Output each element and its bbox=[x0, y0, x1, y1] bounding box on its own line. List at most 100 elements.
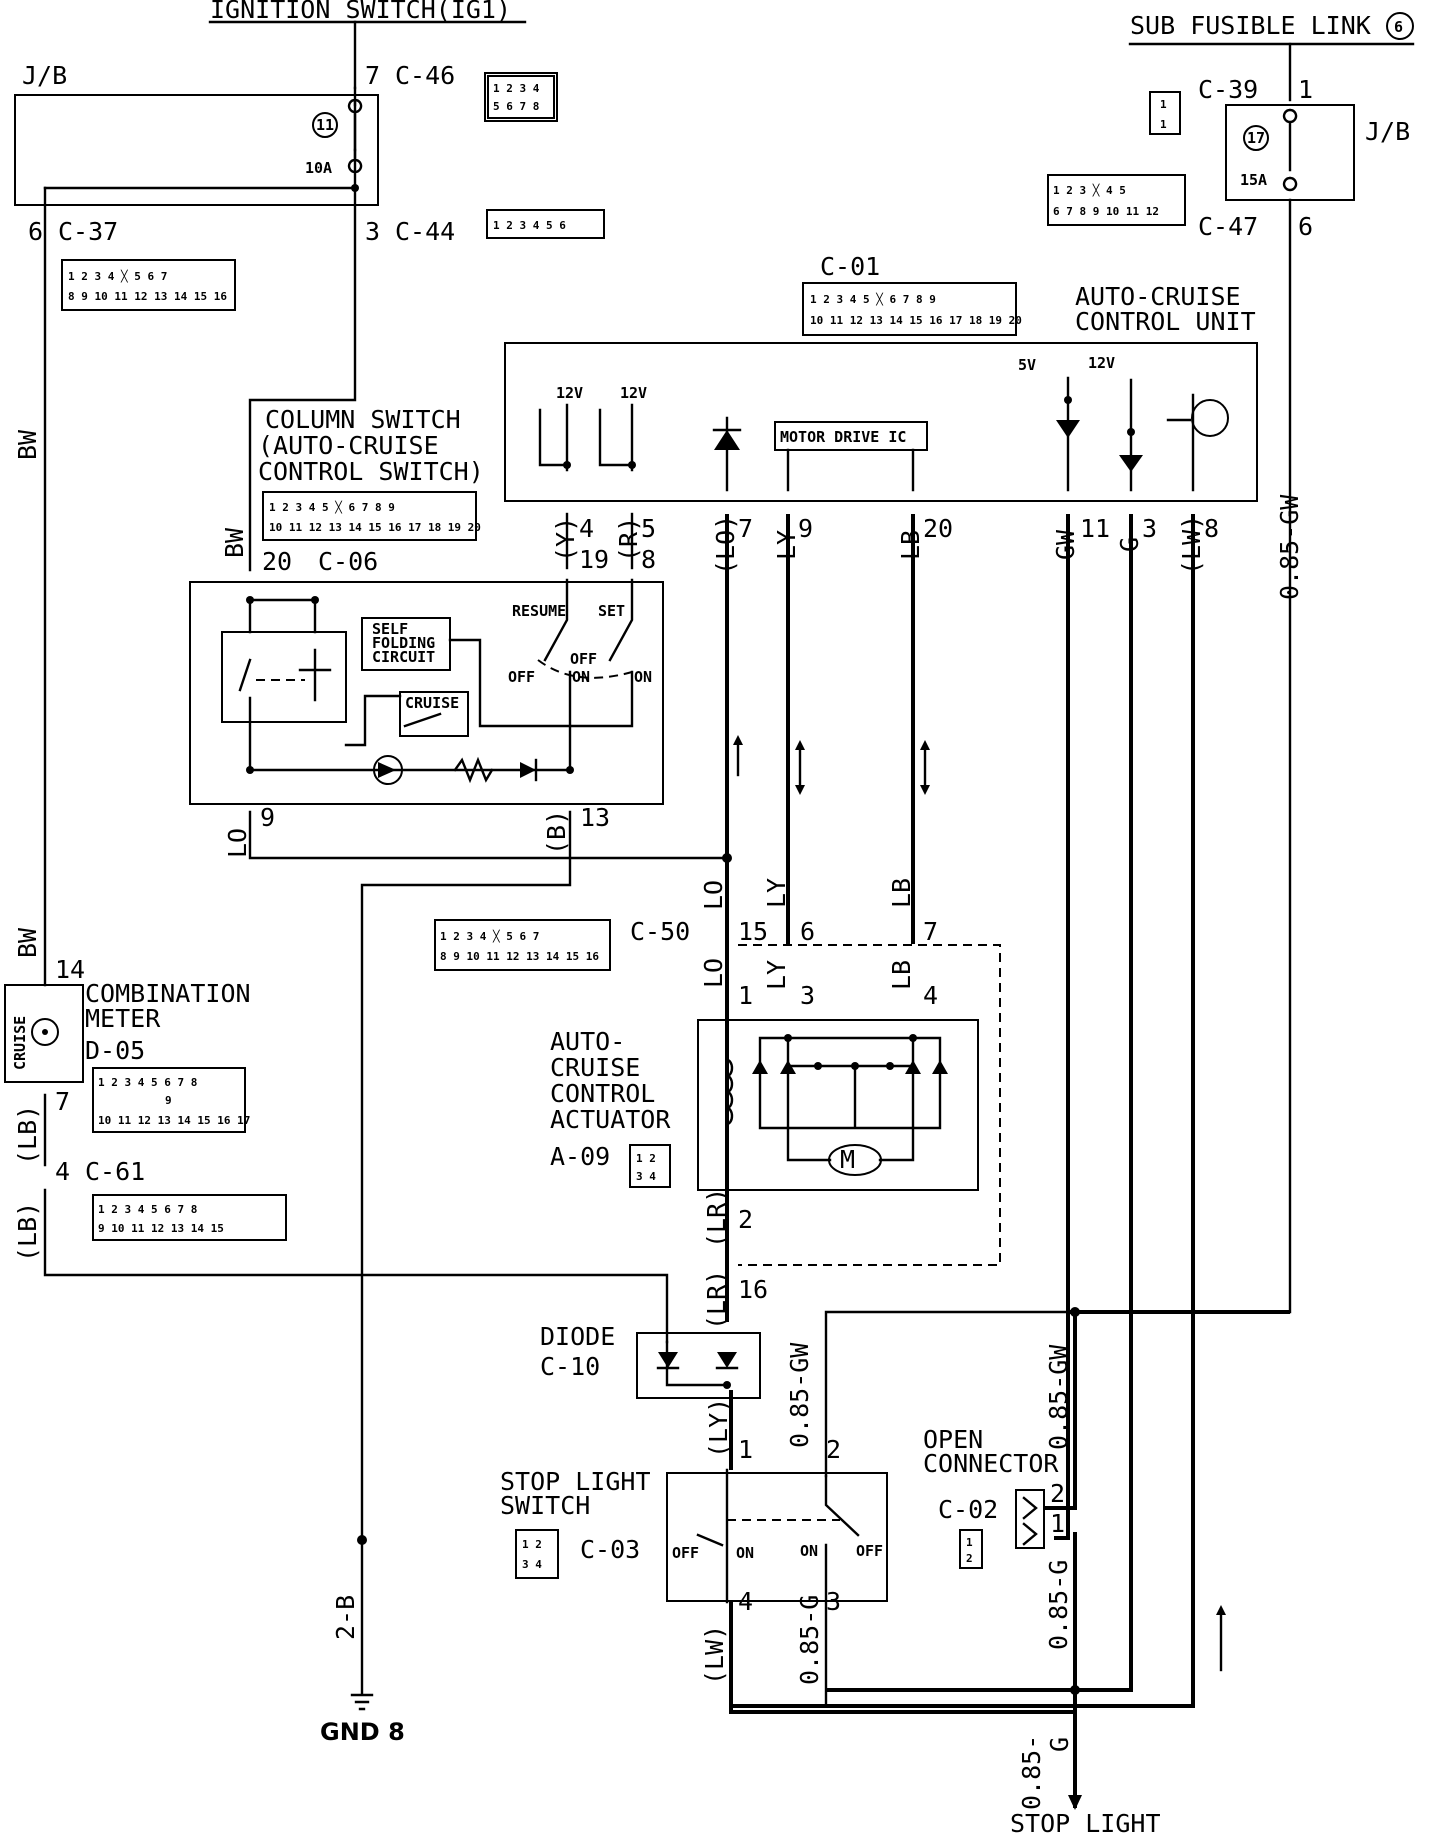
connector-c37-icon: 1 2 3 4 ╳ 5 6 7 8 9 10 11 12 13 14 15 16 bbox=[61, 259, 236, 311]
ccu-12v-2: 12V bbox=[620, 384, 647, 402]
wire-color-lb-4: (LB) bbox=[13, 1105, 42, 1165]
stop-switch-on-2: ON bbox=[800, 1542, 818, 1560]
svg-text:1 2 3 4 ╳ 5 6 7: 1 2 3 4 ╳ 5 6 7 bbox=[440, 929, 539, 943]
wire-color-bw-1: BW bbox=[13, 429, 42, 460]
open-connector-label-1: OPEN bbox=[923, 1425, 983, 1454]
set-label: SET bbox=[598, 602, 625, 620]
wire-color-085g-1: 0.85-G bbox=[795, 1595, 824, 1685]
svg-text:1: 1 bbox=[1160, 118, 1167, 131]
d05-label: D-05 bbox=[85, 1036, 145, 1065]
c44-label: C-44 bbox=[395, 217, 455, 246]
column-pin-13: 13 bbox=[580, 803, 610, 832]
svg-text:10 11 12 13 14 15 16 17 18 19: 10 11 12 13 14 15 16 17 18 19 20 bbox=[269, 521, 481, 534]
svg-text:1 2 3 4 5 6: 1 2 3 4 5 6 bbox=[493, 219, 566, 232]
set-off-label: OFF bbox=[570, 650, 597, 668]
auto-cruise-actuator: C-50 1 2 3 4 ╳ 5 6 7 8 9 10 11 12 13 14 … bbox=[434, 878, 1001, 1330]
c39-pin: 1 bbox=[1298, 75, 1313, 104]
svg-text:1 2 3 4 5 ╳ 6 7 8 9: 1 2 3 4 5 ╳ 6 7 8 9 bbox=[269, 500, 395, 514]
wire-color-ly-4: (LY) bbox=[704, 1398, 733, 1458]
wire-color-085g-3: 0.85- bbox=[1017, 1735, 1046, 1810]
c39-label: C-39 bbox=[1198, 75, 1258, 104]
wire-color-lb-2: LB bbox=[887, 878, 916, 908]
column-switch-label-3: CONTROL SWITCH) bbox=[258, 457, 484, 486]
open-connector-pin-1: 1 bbox=[1050, 1509, 1065, 1538]
c47-label: C-47 bbox=[1198, 212, 1258, 241]
fuse-11-rating: 10A bbox=[305, 159, 332, 177]
motor-drive-ic-label: MOTOR DRIVE IC bbox=[780, 428, 906, 446]
resume-on-label: ON bbox=[572, 668, 590, 686]
wire-color-085gw-3: 0.85-GW bbox=[1044, 1344, 1073, 1450]
meter-cruise-label: CRUISE bbox=[11, 1016, 29, 1070]
wire-color-lw-2: (LW) bbox=[700, 1625, 729, 1685]
actuator-label-3: CONTROL bbox=[550, 1079, 655, 1108]
c50-label: C-50 bbox=[630, 917, 690, 946]
fuse-17-rating: 15A bbox=[1240, 171, 1267, 189]
ccu-5v: 5V bbox=[1018, 356, 1036, 374]
svg-text:1: 1 bbox=[966, 1536, 973, 1549]
stop-light-label: STOP LIGHT bbox=[1010, 1809, 1161, 1836]
open-connector-c02: OPEN CONNECTOR C-02 1 2 2 1 0.85-GW 0.85… bbox=[923, 1307, 1080, 1650]
c61-label: C-61 bbox=[85, 1157, 145, 1186]
stop-switch-pin-2: 2 bbox=[826, 1435, 841, 1464]
actuator-pin-4: 4 bbox=[923, 981, 938, 1010]
open-connector-label-2: CONNECTOR bbox=[923, 1449, 1059, 1478]
c03-label: C-03 bbox=[580, 1535, 640, 1564]
stop-switch-off-1: OFF bbox=[672, 1544, 699, 1562]
column-pin-20: 20 bbox=[262, 547, 292, 576]
svg-text:8 9 10 11 12 13 14 15 16: 8 9 10 11 12 13 14 15 16 bbox=[440, 950, 599, 963]
wire-color-lb-3: LB bbox=[887, 960, 916, 990]
c47-pin: 6 bbox=[1298, 212, 1313, 241]
connector-c46-icon: 1 2 3 4 5 6 7 8 bbox=[484, 72, 558, 122]
meter-label-2: METER bbox=[85, 1004, 161, 1033]
svg-text:1 2 3 4: 1 2 3 4 bbox=[493, 82, 540, 95]
c46-pin: 7 bbox=[365, 61, 380, 90]
ccu-pin-5: 5 bbox=[641, 514, 656, 543]
wire-color-ly-3: LY bbox=[762, 960, 791, 990]
ccu-pin-labels: 4 5 7 9 20 11 3 8 19 8 (Y) (R) (LO) LY L… bbox=[13, 429, 1304, 600]
svg-text:6 7 8 9 10 11 12: 6 7 8 9 10 11 12 bbox=[1053, 205, 1159, 218]
ccu-pin-9: 9 bbox=[798, 514, 813, 543]
svg-text:1 2 3 4 ╳ 5 6 7: 1 2 3 4 ╳ 5 6 7 bbox=[68, 269, 167, 283]
svg-text:10 11 12 13 14 15 16 17 18 19: 10 11 12 13 14 15 16 17 18 19 20 bbox=[810, 314, 1022, 327]
stop-switch-label-2: SWITCH bbox=[500, 1491, 590, 1520]
wire-color-lb-5: (LB) bbox=[13, 1202, 42, 1262]
self-folding-label-3: CIRCUIT bbox=[372, 648, 435, 666]
column-switch: COLUMN SWITCH (AUTO-CRUISE CONTROL SWITC… bbox=[189, 405, 664, 858]
c50-pin-7: 7 bbox=[923, 917, 938, 946]
c50-pin-15: 15 bbox=[738, 917, 768, 946]
svg-text:5 6 7 8: 5 6 7 8 bbox=[493, 100, 539, 113]
stop-switch-on-1: ON bbox=[736, 1544, 754, 1562]
fuse-17-number: 17 bbox=[1247, 129, 1265, 147]
jb-right-label: J/B bbox=[1365, 117, 1410, 146]
c02-label: C-02 bbox=[938, 1495, 998, 1524]
ignition-switch-label: IGNITION SWITCH(IG1) bbox=[210, 0, 511, 24]
cruise-button-label: CRUISE bbox=[405, 694, 459, 712]
c44-pin: 3 bbox=[365, 217, 380, 246]
self-folding-label-2: FOLDING bbox=[372, 634, 435, 652]
stop-switch-label-1: STOP LIGHT bbox=[500, 1467, 651, 1496]
svg-text:10 11 12 13 14 15 16 17: 10 11 12 13 14 15 16 17 bbox=[98, 1114, 250, 1127]
wire-color-ly-2: LY bbox=[762, 878, 791, 908]
actuator-pin-3: 3 bbox=[800, 981, 815, 1010]
diode-c10: DIODE C-10 (LY) 1 bbox=[540, 1322, 761, 1464]
svg-text:1 2 3 4 5 ╳ 6 7 8 9: 1 2 3 4 5 ╳ 6 7 8 9 bbox=[810, 292, 936, 306]
gnd-label: GND 8 bbox=[320, 1718, 405, 1746]
wire-color-lo-2: LO bbox=[223, 828, 252, 858]
column-pin-9: 9 bbox=[260, 803, 275, 832]
junction-block-right: J/B 17 15A SUB FUSIBLE LINK 6 C-39 1 C-4… bbox=[1047, 11, 1414, 241]
auto-cruise-control-unit: AUTO-CRUISE CONTROL UNIT C-01 1 2 3 4 5 … bbox=[504, 252, 1258, 502]
c46-label: C-46 bbox=[395, 61, 455, 90]
actuator-pin-2: 2 bbox=[738, 1205, 753, 1234]
wire-color-085gw-1: 0.85-GW bbox=[1275, 494, 1304, 600]
meter-pin-7: 7 bbox=[55, 1087, 70, 1116]
wire-color-bw-3: BW bbox=[13, 927, 42, 958]
ccu-label-line2: CONTROL UNIT bbox=[1075, 307, 1256, 336]
open-connector-pin-2: 2 bbox=[1050, 1479, 1065, 1508]
combination-meter: BW 14 CRUISE COMBINATION METER D-05 1 2 … bbox=[4, 927, 287, 1262]
actuator-label-4: ACTUATOR bbox=[550, 1105, 671, 1134]
wire-color-g: G bbox=[1115, 537, 1144, 552]
wire-color-085gw-2: 0.85-GW bbox=[785, 1342, 814, 1448]
self-folding-label-1: SELF bbox=[372, 620, 408, 638]
wire-color-ly-1: LY bbox=[772, 530, 801, 560]
stop-switch-off-2: OFF bbox=[856, 1542, 883, 1560]
